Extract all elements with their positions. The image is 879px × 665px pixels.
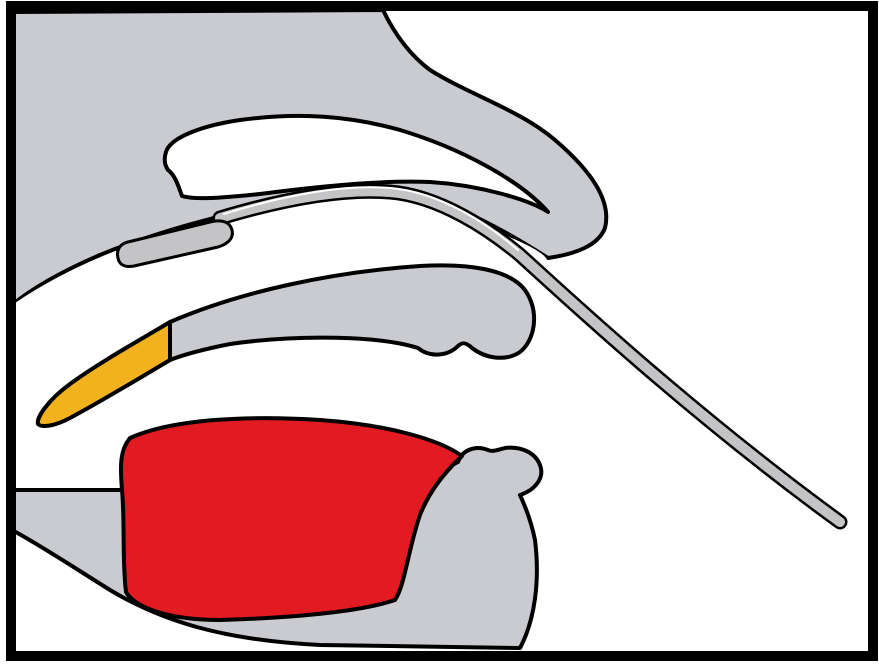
diagram-canvas: [0, 0, 879, 665]
anatomy-diagram: [0, 0, 879, 665]
